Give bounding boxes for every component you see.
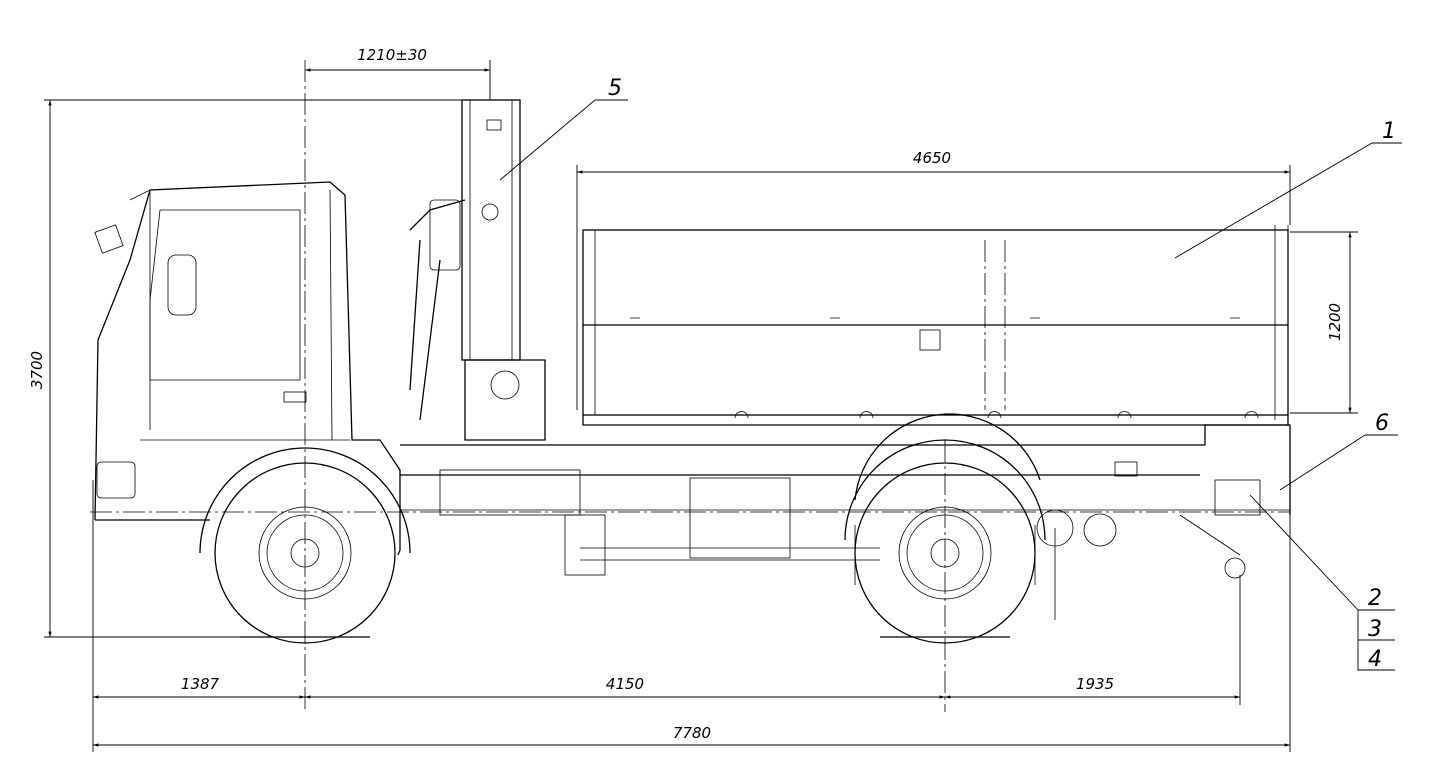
callout-label: 3 bbox=[1368, 617, 1382, 642]
callout-label: 4 bbox=[1368, 647, 1382, 672]
dimension-lengths: 1387 4150 1935 7780 bbox=[92, 480, 1291, 752]
overall-length-label: 7780 bbox=[673, 724, 711, 742]
dimension-body-length: 4650 bbox=[576, 149, 1291, 410]
callout-5: 5 bbox=[499, 76, 628, 181]
callout-2-3-4: 2 3 4 bbox=[1249, 494, 1395, 672]
callout-label: 5 bbox=[608, 76, 622, 101]
front-wheel bbox=[199, 447, 411, 644]
chassis bbox=[400, 413, 1291, 620]
dimension-label: 1200 bbox=[1326, 303, 1344, 341]
cargo-body bbox=[582, 225, 1289, 426]
rear-wheel bbox=[844, 439, 1046, 644]
callout-label: 6 bbox=[1375, 411, 1389, 436]
dimension-label: 1210±30 bbox=[357, 46, 427, 64]
front-overhang-label: 1387 bbox=[181, 675, 220, 693]
crane bbox=[409, 99, 546, 441]
rear-overhang-label: 1935 bbox=[1076, 675, 1114, 693]
cab bbox=[94, 181, 401, 556]
wheelbase-label: 4150 bbox=[606, 675, 644, 693]
callout-label: 1 bbox=[1382, 119, 1396, 144]
callout-1: 1 bbox=[1174, 119, 1402, 259]
dimension-label: 4650 bbox=[913, 149, 951, 167]
dimension-overall-height: 3700 bbox=[28, 99, 465, 638]
dimension-crane-offset: 1210±30 bbox=[305, 46, 491, 100]
callout-6: 6 bbox=[1279, 411, 1398, 491]
dimension-label: 3700 bbox=[28, 351, 46, 389]
dimension-body-height: 1200 bbox=[1290, 231, 1358, 414]
callout-label: 2 bbox=[1368, 586, 1382, 611]
